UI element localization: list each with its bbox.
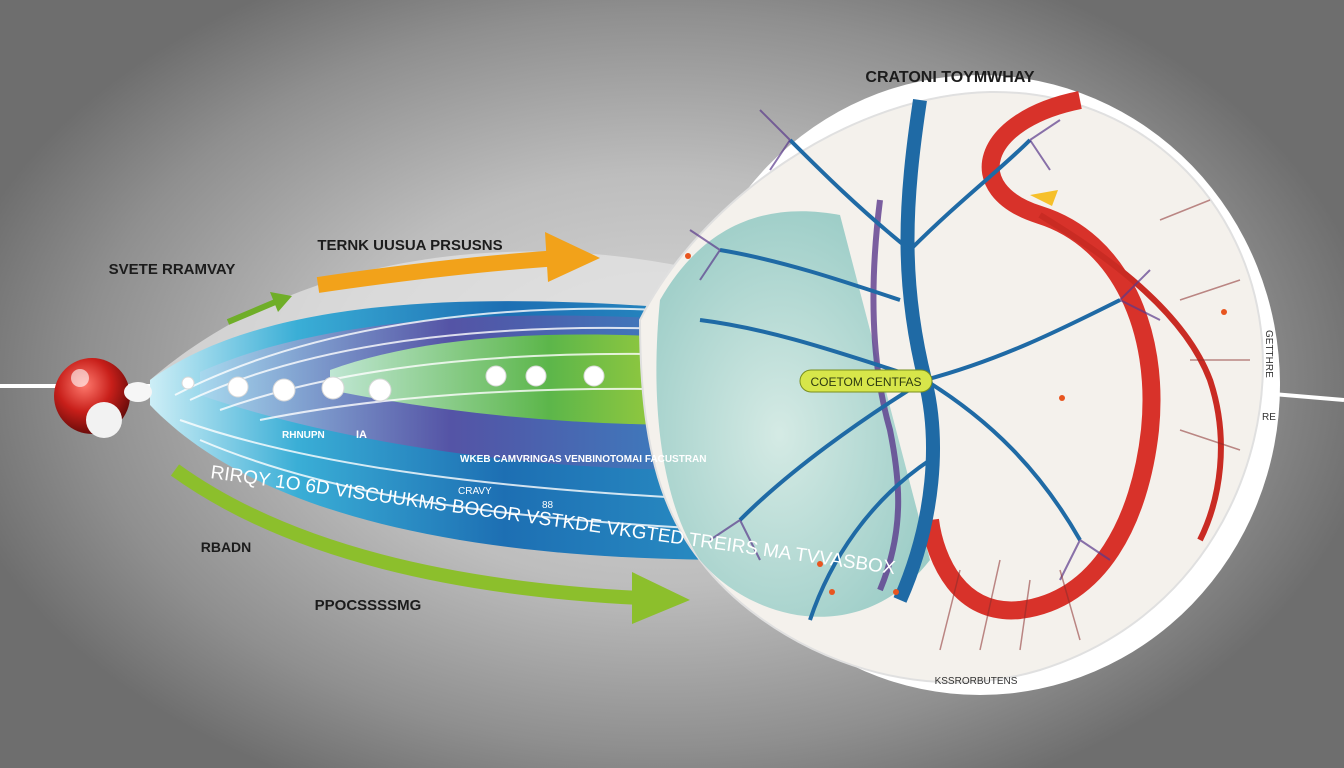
band-small-text-2: CRAVY [458, 486, 492, 497]
diagram-title: CRATONI TOYMWHAY [865, 69, 1035, 86]
receptor-ball [54, 358, 152, 438]
right-edge-label: GETTHRE [1263, 330, 1274, 378]
orange-arrow [316, 232, 600, 293]
pathway-nodes [181, 365, 605, 402]
band-small-text: WKEB CAMVRINGAS VENBINOTOMAI FACUSTRAN [460, 454, 706, 465]
band-small-text-3: 88 [542, 500, 554, 511]
band-inner [330, 334, 695, 425]
bottom-caption: KSSRORBUTENS [935, 676, 1018, 687]
band-mid-label: RHNUPN [282, 430, 325, 441]
center-tag-label: COETOM CENTFAS [810, 375, 921, 389]
band-icon-label: IA [356, 429, 367, 441]
left-label: SVETE RRAMVAY [109, 261, 236, 278]
small-green-arrow [226, 292, 292, 325]
center-tag: COETOM CENTFAS [799, 369, 933, 393]
bottom-arrow-label: PPOCSSSSMG [315, 597, 422, 614]
green-arrow [170, 464, 690, 624]
brain-diagram [638, 75, 1280, 695]
right-edge-label-2: RE [1262, 412, 1276, 423]
top-arrow-label: TERNK UUSUA PRSUSNS [317, 237, 502, 254]
bottom-left-label: RBADN [201, 539, 252, 555]
